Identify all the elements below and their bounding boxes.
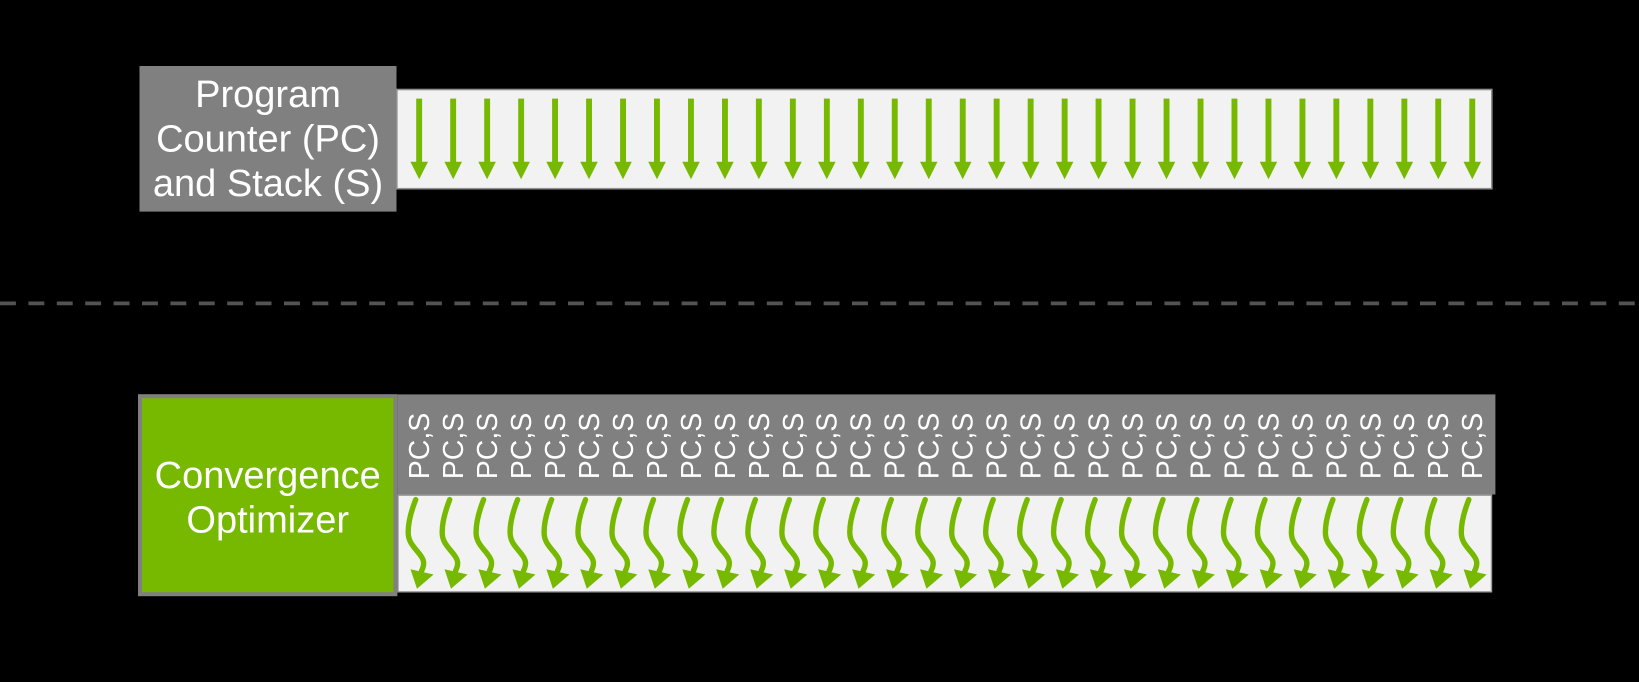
svg-text:PC,S: PC,S xyxy=(1355,413,1387,480)
svg-text:PC,S: PC,S xyxy=(982,413,1014,480)
svg-text:PC,S: PC,S xyxy=(1287,413,1319,480)
svg-text:PC,S: PC,S xyxy=(880,413,912,480)
svg-text:Convergence: Convergence xyxy=(155,455,381,497)
svg-text:PC,S: PC,S xyxy=(506,413,538,480)
svg-text:PC,S: PC,S xyxy=(1219,413,1251,480)
svg-text:PC,S: PC,S xyxy=(914,413,946,480)
svg-text:PC,S: PC,S xyxy=(676,413,708,480)
svg-text:PC,S: PC,S xyxy=(608,413,640,480)
svg-text:PC,S: PC,S xyxy=(1118,413,1150,480)
svg-text:Program: Program xyxy=(195,74,341,116)
svg-text:PC,S: PC,S xyxy=(1084,413,1116,480)
svg-text:PC,S: PC,S xyxy=(1151,413,1183,480)
svg-text:PC,S: PC,S xyxy=(1389,413,1421,480)
svg-text:PC,S: PC,S xyxy=(540,413,572,480)
svg-text:Optimizer: Optimizer xyxy=(186,500,349,542)
svg-text:PC,S: PC,S xyxy=(744,413,776,480)
svg-text:PC,S: PC,S xyxy=(1457,413,1489,480)
svg-text:PC,S: PC,S xyxy=(642,413,674,480)
svg-text:PC,S: PC,S xyxy=(846,413,878,480)
svg-text:PC,S: PC,S xyxy=(438,413,470,480)
svg-text:PC,S: PC,S xyxy=(1050,413,1082,480)
svg-text:Counter (PC): Counter (PC) xyxy=(156,119,380,161)
svg-text:PC,S: PC,S xyxy=(574,413,606,480)
svg-text:PC,S: PC,S xyxy=(812,413,844,480)
svg-text:PC,S: PC,S xyxy=(1423,413,1455,480)
svg-text:PC,S: PC,S xyxy=(1016,413,1048,480)
svg-text:PC,S: PC,S xyxy=(1321,413,1353,480)
svg-text:PC,S: PC,S xyxy=(1185,413,1217,480)
svg-text:PC,S: PC,S xyxy=(778,413,810,480)
svg-text:PC,S: PC,S xyxy=(404,413,436,480)
svg-text:and Stack (S): and Stack (S) xyxy=(153,163,383,205)
svg-text:PC,S: PC,S xyxy=(948,413,980,480)
svg-text:PC,S: PC,S xyxy=(710,413,742,480)
svg-text:PC,S: PC,S xyxy=(1253,413,1285,480)
svg-text:PC,S: PC,S xyxy=(472,413,504,480)
